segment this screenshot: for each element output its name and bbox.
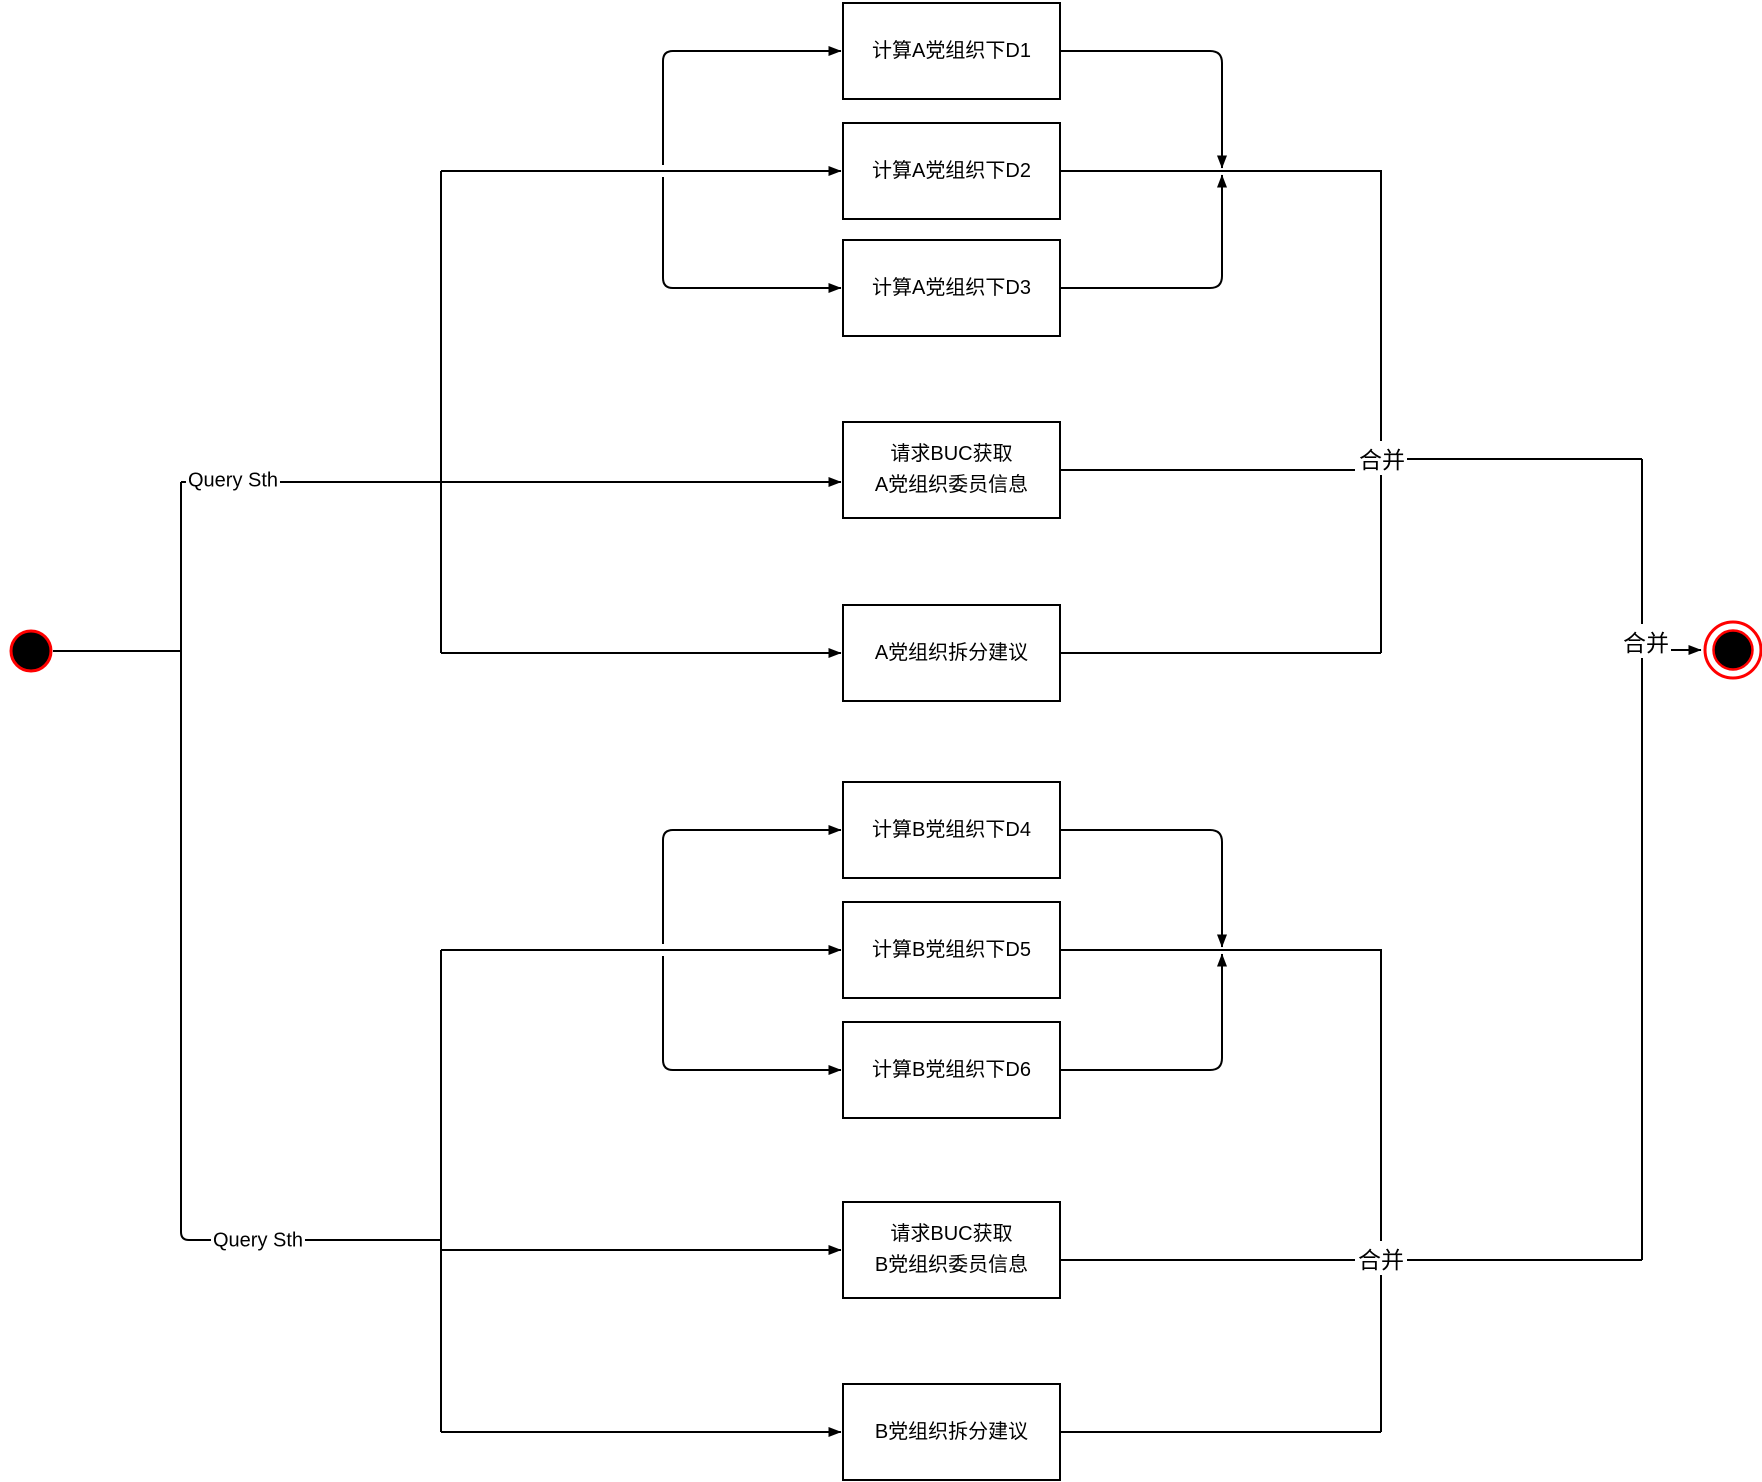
task-box-split-a[interactable]: A党组织拆分建议 (842, 604, 1061, 702)
edge-label-merge-a: 合并 (1357, 441, 1407, 475)
task-box-calc-a-d3[interactable]: 计算A党组织下D3 (842, 239, 1061, 337)
task-box-split-b[interactable]: B党组织拆分建议 (842, 1383, 1061, 1481)
edge-d1-output (1061, 50, 1227, 169)
edge-d4-output (1061, 829, 1227, 948)
edge-d3-output (1061, 174, 1227, 289)
edge-d2-to-merge-a (1061, 170, 1382, 653)
start-node[interactable] (9, 629, 53, 673)
end-node-inner-disc (1712, 629, 1754, 671)
task-box-buc-a[interactable]: 请求BUC获取 A党组织委员信息 (842, 421, 1061, 519)
end-node[interactable] (1703, 620, 1762, 680)
edge-to-d1 (662, 46, 842, 165)
task-box-calc-b-d4[interactable]: 计算B党组织下D4 (842, 781, 1061, 879)
edge-label-query-b: Query Sth (210, 1229, 306, 1253)
task-box-calc-b-d5[interactable]: 计算B党组织下D5 (842, 901, 1061, 999)
edge-d6-output (1061, 953, 1227, 1071)
edge-to-d4 (662, 825, 842, 944)
edge-label-query-a: Query Sth (185, 469, 281, 493)
task-box-calc-a-d2[interactable]: 计算A党组织下D2 (842, 122, 1061, 220)
edge-left-rail (180, 482, 441, 1241)
edge-label-merge-final: 合并 (1621, 624, 1671, 658)
edge-to-d6 (662, 956, 842, 1075)
task-box-calc-a-d1[interactable]: 计算A党组织下D1 (842, 2, 1061, 100)
end-node-outer-ring (1703, 620, 1762, 680)
edge-to-d3 (662, 177, 842, 293)
task-box-calc-b-d6[interactable]: 计算B党组织下D6 (842, 1021, 1061, 1119)
edge-label-merge-b: 合并 (1356, 1241, 1406, 1275)
task-box-buc-b[interactable]: 请求BUC获取 B党组织委员信息 (842, 1201, 1061, 1299)
